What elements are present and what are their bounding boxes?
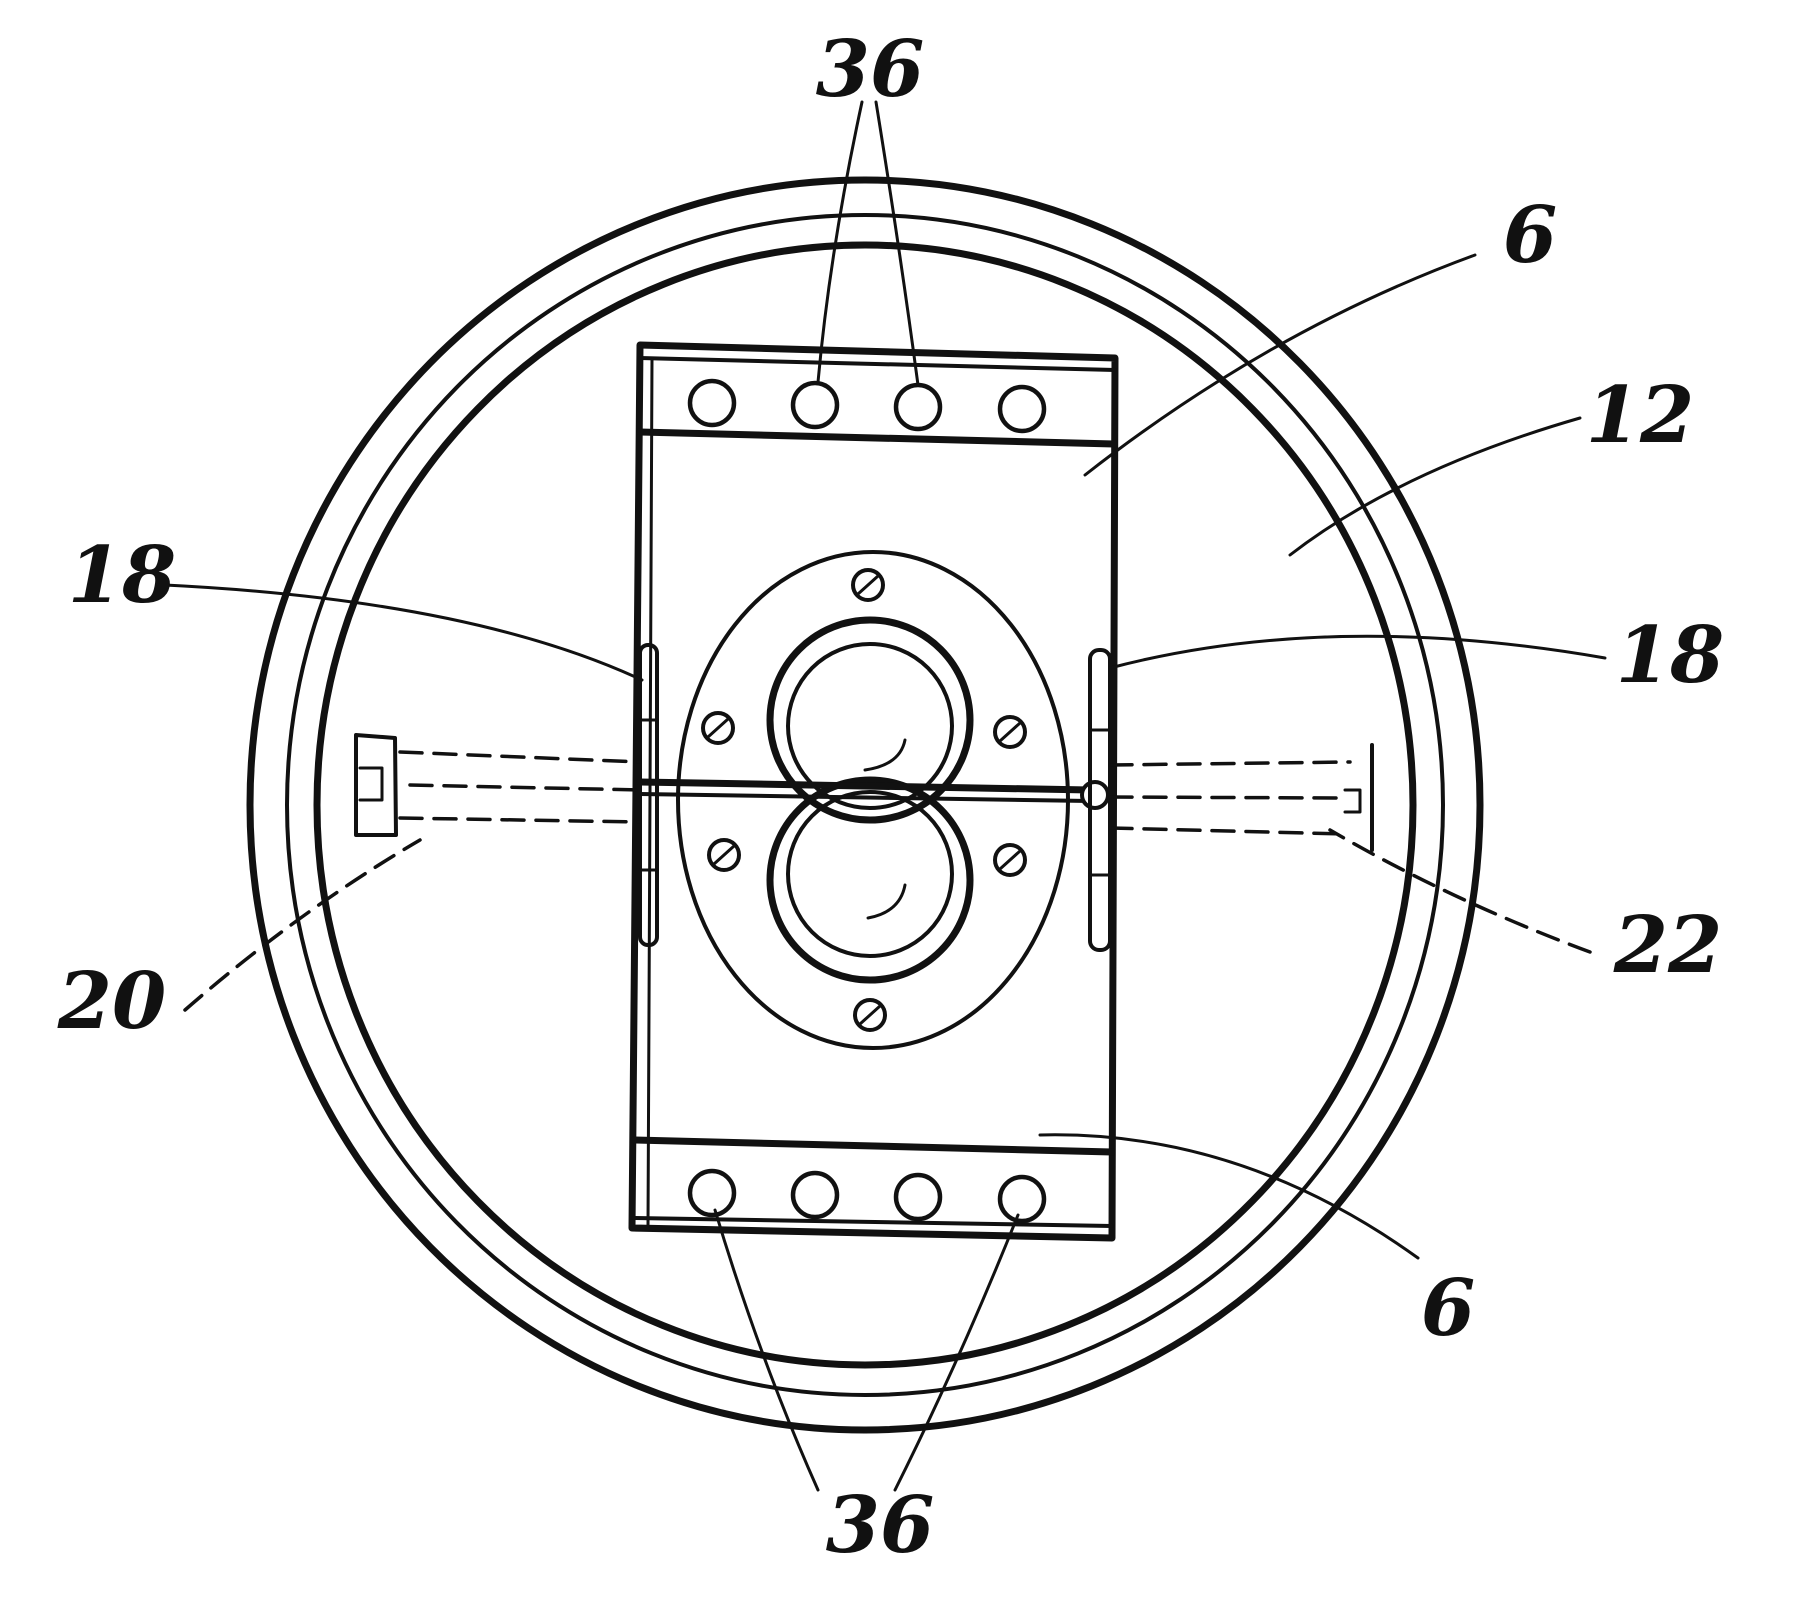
hole-bottom-2 bbox=[790, 1170, 840, 1220]
hole-top-4 bbox=[997, 384, 1047, 434]
leader-36-top-a bbox=[816, 100, 864, 384]
top-bar-lower-edge bbox=[636, 428, 1118, 448]
label-6-top: 6 bbox=[1503, 190, 1557, 281]
left-hidden-mid bbox=[408, 783, 642, 792]
slot-left-divider bbox=[638, 718, 659, 872]
hole-bottom-1 bbox=[687, 1168, 737, 1218]
screw-upper-right-slot bbox=[998, 721, 1022, 743]
upper-bearing-inner bbox=[786, 642, 954, 810]
slot-right bbox=[1088, 648, 1112, 952]
left-hidden-top bbox=[398, 750, 642, 764]
shaft bbox=[636, 778, 1110, 810]
label-22: 22 bbox=[1613, 900, 1723, 991]
leader-20 bbox=[183, 838, 422, 1012]
leader-36-bottom-a bbox=[713, 1208, 820, 1492]
top-bar-upper-edge bbox=[638, 356, 1117, 372]
label-12: 12 bbox=[1586, 370, 1695, 461]
upper-bearing-outer bbox=[766, 616, 974, 824]
right-hidden-bottom bbox=[1108, 826, 1347, 836]
leader-lines bbox=[163, 100, 1607, 1492]
lower-bearing-outer bbox=[766, 776, 974, 984]
slot-right-divider bbox=[1088, 728, 1112, 877]
label-18-right: 18 bbox=[1616, 610, 1725, 701]
lower-bearing-inner bbox=[786, 790, 954, 958]
label-6-bottom: 6 bbox=[1421, 1263, 1475, 1354]
middle-ring bbox=[285, 213, 1445, 1397]
bottom-bar-upper-edge bbox=[630, 1136, 1116, 1156]
leader-6-bottom bbox=[1038, 1133, 1420, 1260]
holes-top-row bbox=[687, 378, 1047, 434]
lower-bearing-highlight bbox=[866, 883, 907, 920]
hidden-lines bbox=[354, 733, 1374, 852]
right-hidden-mid bbox=[1108, 795, 1342, 800]
holes-bottom-row bbox=[687, 1168, 1047, 1224]
leader-22 bbox=[1328, 828, 1592, 954]
hole-top-2 bbox=[790, 380, 840, 430]
screw-upper-left-slot bbox=[706, 717, 730, 739]
upper-bearing-highlight bbox=[863, 738, 907, 772]
label-20: 20 bbox=[57, 956, 167, 1047]
label-36-top: 36 bbox=[816, 24, 925, 115]
slots bbox=[638, 643, 1112, 952]
leader-18-right bbox=[1108, 634, 1607, 670]
screw-lower-right-slot bbox=[998, 849, 1022, 871]
label-36-bottom: 36 bbox=[826, 1480, 935, 1571]
hole-bottom-3 bbox=[893, 1172, 943, 1222]
right-hidden-top bbox=[1108, 760, 1352, 767]
mounting-plate bbox=[628, 341, 1119, 1242]
leader-36-top-b bbox=[874, 100, 920, 387]
reference-labels: 36 6 12 18 18 20 22 6 36 bbox=[57, 24, 1725, 1571]
outer-ring bbox=[246, 176, 1484, 1434]
left-end-detail bbox=[358, 766, 384, 802]
leader-18-left bbox=[163, 583, 644, 682]
plate-left-inner-edge bbox=[646, 356, 654, 1228]
hole-top-3 bbox=[893, 382, 943, 432]
leader-12 bbox=[1288, 416, 1582, 557]
shaft-end-pin bbox=[1080, 780, 1110, 810]
left-end-block bbox=[354, 733, 398, 837]
housing-rings bbox=[246, 176, 1484, 1434]
plate-outline bbox=[628, 341, 1119, 1242]
hole-top-1 bbox=[687, 378, 737, 428]
screw-lower-left-slot bbox=[712, 844, 736, 866]
leader-36-bottom-b bbox=[893, 1213, 1020, 1492]
leader-6-top bbox=[1083, 253, 1477, 477]
screw-top-slot bbox=[856, 574, 880, 596]
left-hidden-bottom bbox=[398, 816, 642, 824]
inner-ring bbox=[313, 241, 1417, 1369]
hole-bottom-4 bbox=[997, 1174, 1047, 1224]
label-18-left: 18 bbox=[68, 530, 177, 621]
shaft-lower-edge bbox=[638, 792, 1092, 803]
shaft-upper-edge bbox=[636, 778, 1094, 794]
central-flange bbox=[676, 550, 1070, 1050]
bottom-bar-lower-edge bbox=[631, 1216, 1114, 1228]
screw-bottom-slot bbox=[858, 1004, 882, 1026]
right-end-detail bbox=[1343, 788, 1362, 814]
slot-left bbox=[638, 643, 659, 947]
